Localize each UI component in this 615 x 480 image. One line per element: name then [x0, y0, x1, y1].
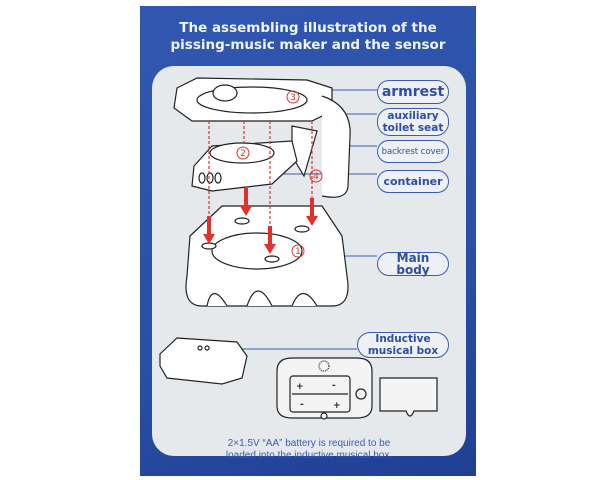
part-number-3: 3 [290, 93, 296, 103]
battery-plus-1: + [296, 382, 304, 392]
part-number-4: 4 [313, 172, 319, 182]
manual-page: The assembling illustration of the pissi… [140, 6, 476, 476]
assembly-illustration: 1 2 3 4 + - - + [159, 77, 438, 420]
illustration-panel: 1 2 3 4 + - - + [152, 66, 466, 461]
battery-compartment [276, 357, 373, 420]
backrest-cover-part [291, 125, 318, 178]
label-main-body: Main body [377, 252, 449, 276]
part-number-markers [236, 90, 323, 258]
battery-plus-2: + [333, 401, 341, 411]
battery-minus-1: - [332, 381, 336, 391]
caption-line-2: loaded into the inductive musical box. [225, 450, 393, 461]
title-line-1: The assembling illustration of the [179, 20, 437, 36]
label-text: toilet seat [382, 122, 444, 134]
label-text: Inductive [375, 333, 431, 345]
label-container: container [377, 170, 449, 193]
main-body-part [185, 205, 349, 307]
caption-line-1: 2×1.5V “AA” battery is required to be [227, 438, 391, 449]
assembly-guides [208, 121, 313, 226]
label-text: musical box [367, 345, 439, 357]
label-text: Main body [396, 251, 430, 277]
container-part [191, 140, 298, 192]
battery-caption: 2×1.5V “AA” battery is required to be lo… [152, 438, 466, 462]
battery-minus-2: - [300, 400, 304, 410]
musical-box-part [159, 337, 248, 385]
label-text: auxiliary [387, 110, 439, 122]
page-title: The assembling illustration of the pissi… [140, 20, 476, 54]
label-armrest: armrest [377, 80, 449, 104]
label-backrest-cover: backrest cover [377, 140, 449, 163]
title-line-2: pissing-music maker and the sensor [170, 37, 446, 53]
armrest-part [173, 77, 333, 122]
label-text: container [383, 174, 443, 188]
label-text: backrest cover [381, 146, 445, 157]
part-number-2: 2 [240, 149, 246, 159]
label-text: armrest [381, 84, 445, 100]
arrow-icons [203, 188, 318, 254]
backrest-part [321, 95, 351, 198]
part-number-1: 1 [295, 247, 301, 257]
battery-cover [379, 377, 438, 417]
